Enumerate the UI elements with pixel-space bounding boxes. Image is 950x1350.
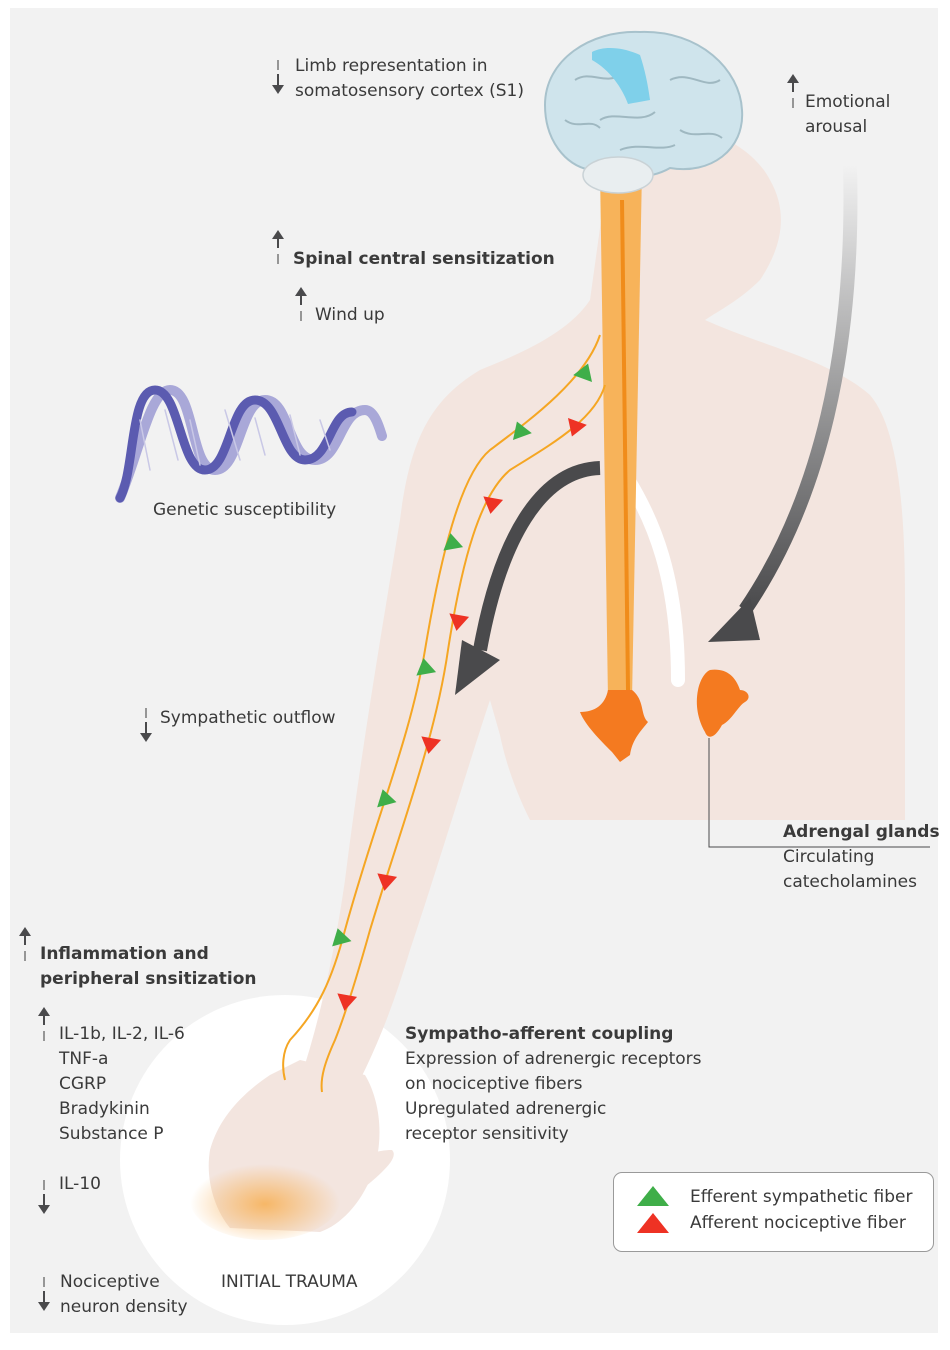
decrease-icon bbox=[38, 1277, 50, 1311]
afferent-marker bbox=[483, 496, 504, 514]
afferent-legend-icon bbox=[637, 1213, 669, 1233]
adrenal-leader-line bbox=[708, 738, 930, 848]
decrease-icon bbox=[272, 60, 284, 94]
increase-icon bbox=[19, 927, 31, 961]
legend-afferent-label: Afferent nociceptive fiber bbox=[690, 1213, 906, 1233]
afferent-fiber-path bbox=[320, 384, 606, 1093]
efferent-marker bbox=[416, 658, 437, 676]
emotional-arousal-label: Emotional arousal bbox=[805, 92, 891, 137]
afferent-marker bbox=[449, 613, 470, 631]
afferent-marker bbox=[337, 993, 358, 1011]
increase-icon bbox=[38, 1007, 50, 1041]
afferent-marker bbox=[567, 418, 587, 437]
efferent-marker bbox=[573, 363, 593, 382]
inflammation-label: Inflammation and peripheral snsitization bbox=[40, 944, 257, 989]
sympathetic-outflow-arrowhead bbox=[455, 640, 500, 695]
efferent-fiber-path bbox=[282, 334, 601, 1081]
fiber-markers bbox=[332, 363, 593, 1011]
coupling-label: Sympatho-afferent coupling Expression of… bbox=[405, 1024, 702, 1144]
efferent-legend-icon bbox=[637, 1186, 669, 1206]
legend: Efferent sympathetic fiber Afferent noci… bbox=[613, 1172, 934, 1252]
legend-efferent-label: Efferent sympathetic fiber bbox=[690, 1187, 913, 1207]
spinal-cord-inner bbox=[620, 199, 630, 691]
efferent-marker bbox=[377, 789, 397, 808]
cerebellum bbox=[582, 156, 654, 194]
spinal-cord bbox=[600, 170, 642, 700]
afferent-marker bbox=[421, 736, 442, 754]
sympathetic-ganglion bbox=[580, 690, 648, 762]
initial-trauma-label: INITIAL TRAUMA bbox=[221, 1272, 358, 1292]
efferent-marker bbox=[332, 928, 352, 947]
increase-icon bbox=[295, 287, 307, 321]
adrenal-glands-label: Adrengal glands Circulating catecholamin… bbox=[783, 822, 940, 892]
genetic-susceptibility-label: Genetic susceptibility bbox=[153, 500, 337, 520]
efferent-marker bbox=[512, 421, 532, 440]
cytokine-down-label: IL-10 bbox=[59, 1174, 101, 1194]
decrease-icon bbox=[38, 1180, 50, 1214]
afferent-marker bbox=[377, 873, 398, 891]
brain bbox=[543, 30, 744, 194]
dna-helix bbox=[115, 384, 387, 503]
sympathetic-outflow-arrow bbox=[473, 461, 601, 652]
trauma-glow bbox=[190, 1160, 340, 1240]
adrenal-gland bbox=[696, 669, 749, 737]
efferent-marker bbox=[443, 533, 464, 551]
neuron-density-label: Nociceptive neuron density bbox=[60, 1272, 188, 1317]
increase-icon bbox=[272, 230, 284, 264]
limb-representation-label: Limb representation in somatosensory cor… bbox=[295, 56, 525, 101]
emotional-arousal-arrowhead bbox=[708, 598, 760, 642]
emotional-arousal-arrow bbox=[739, 164, 858, 614]
spinal-sensitization-label: Spinal central sensitization bbox=[293, 249, 555, 269]
cortex-s1 bbox=[592, 48, 650, 104]
wind-up-label: Wind up bbox=[315, 305, 385, 325]
cytokines-up-list: IL-1b, IL-2, IL-6 TNF-a CGRP Bradykinin … bbox=[59, 1024, 185, 1144]
decrease-icon bbox=[140, 708, 152, 742]
sympathetic-outflow-label: Sympathetic outflow bbox=[160, 708, 336, 728]
increase-icon bbox=[787, 74, 799, 108]
